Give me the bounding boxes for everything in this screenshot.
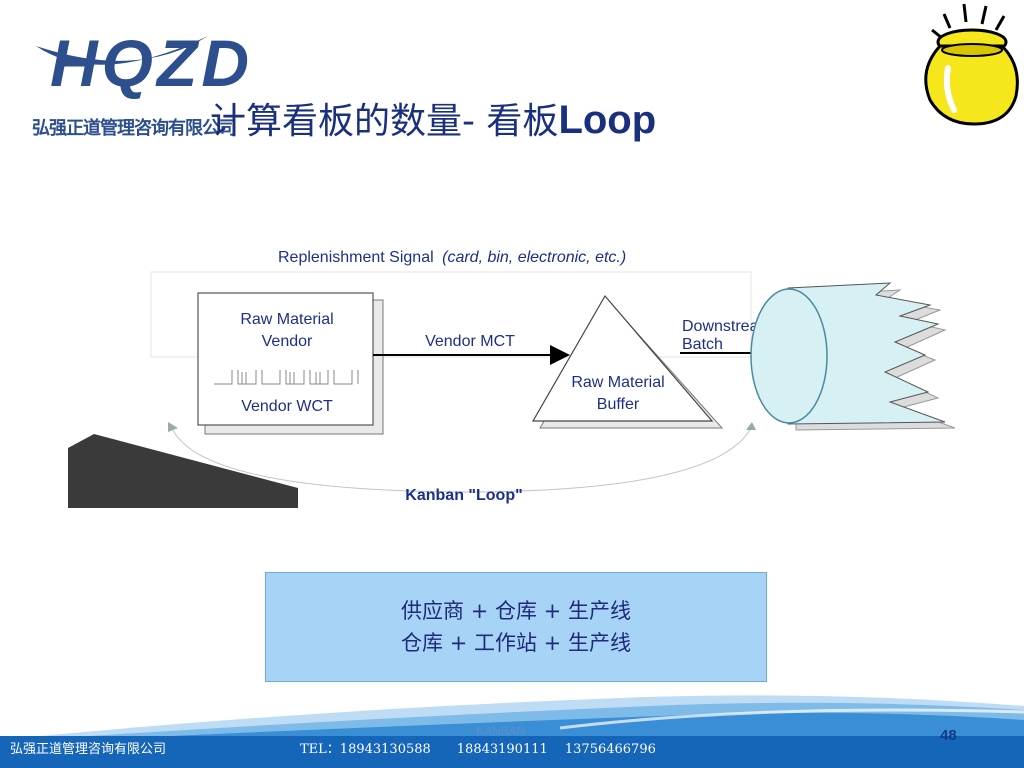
logo-letters: HQZD [50,26,253,100]
info-box-line1: 供应商 + 仓库 + 生产线 [401,599,631,623]
kanban-loop-diagram: Replenishment Signal (card, bin, electro… [68,249,956,508]
vendor-box-line2: Vendor [262,333,313,350]
vendor-box-line1: Raw Material [240,311,333,328]
slide-title-suffix: Loop [558,98,657,142]
downstream-batch-cylinder [750,282,956,431]
vendor-mct-label: Vendor MCT [425,333,515,350]
factory-wedge [68,434,298,508]
loop-arrow-right [746,422,756,430]
info-box-line2: 仓库 + 工作站 + 生产线 [401,631,631,655]
vendor-box: Raw Material Vendor Vendor WCT [197,292,384,435]
slide-title-main: 计算看板的数量- 看板 [210,101,559,142]
loop-arrow-left [168,422,178,432]
raw-material-buffer: Raw Material Buffer [531,294,724,429]
downstream-line1: Downstream [682,318,772,335]
money-bag-icon [924,3,1019,126]
footer-watermark: KANBAN [476,724,526,738]
footer-tel: TEL：18943130588 18843190111 13756466796 [300,742,656,757]
downstream-line2: Batch [682,336,723,353]
replenishment-signal-label: Replenishment Signal (card, bin, electro… [278,249,626,266]
buffer-line2: Buffer [597,396,640,413]
slide-title: 计算看板的数量- 看板Loop [210,92,656,144]
logo-company-name: 弘强正道管理咨询有限公司 [32,118,237,139]
page-number: 48 [940,727,957,744]
info-box: 供应商 + 仓库 + 生产线 仓库 + 工作站 + 生产线 [265,572,767,682]
kanban-loop-label: Kanban "Loop" [405,487,522,504]
signal-frame [150,271,752,358]
buffer-line1: Raw Material [571,374,664,391]
logo-swoosh-icon [36,36,208,65]
footer-wave [0,695,1024,768]
company-logo: HQZD 弘强正道管理咨询有限公司 [28,28,249,148]
kanban-loop-curve [171,425,753,493]
vendor-wct-label: Vendor WCT [241,398,333,415]
footer-company: 弘强正道管理咨询有限公司 [10,742,167,757]
process-squiggle-icon [214,370,359,385]
